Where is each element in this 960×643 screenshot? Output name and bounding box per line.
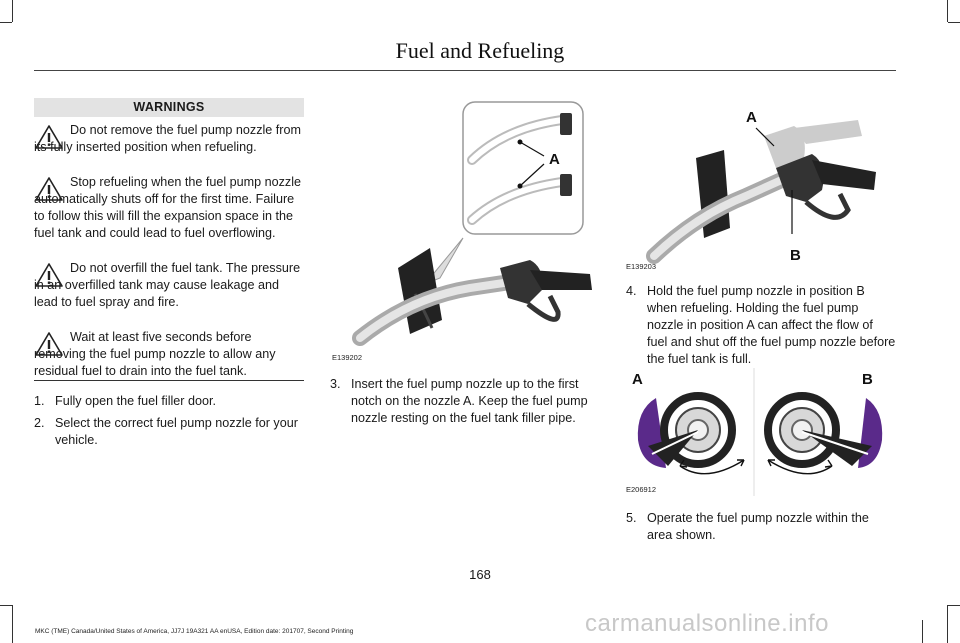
- figure-label-a: A: [549, 151, 560, 168]
- page-number: 168: [469, 567, 491, 582]
- warning-triangle-icon: [35, 125, 63, 149]
- figure-nozzle-notch: A E139202: [332, 101, 592, 362]
- crop-mark: [948, 605, 960, 606]
- step-number: 3.: [330, 377, 341, 391]
- figure-label-b: B: [862, 371, 873, 388]
- warning-text: Stop refueling when the fuel pump nozzle…: [34, 175, 302, 240]
- figure-label-a: A: [746, 109, 757, 126]
- step-text: Operate the fuel pump nozzle within the …: [647, 511, 869, 542]
- step-item: 5. Operate the fuel pump nozzle within t…: [626, 510, 896, 544]
- header-rule: [34, 70, 896, 71]
- step-item: 1. Fully open the fuel filler door.: [34, 393, 304, 410]
- step-number: 4.: [626, 284, 637, 298]
- warning-text: Wait at least five seconds before removi…: [34, 330, 276, 378]
- warnings-rule: [34, 380, 304, 381]
- warning-triangle-icon: [35, 332, 63, 356]
- step-text: Hold the fuel pump nozzle in position B …: [647, 284, 896, 366]
- warning-item: Stop refueling when the fuel pump nozzle…: [34, 174, 304, 242]
- crop-mark: [947, 0, 948, 22]
- step-number: 5.: [626, 511, 637, 525]
- figure-label-a: A: [632, 371, 643, 388]
- figure-label-b: B: [790, 247, 801, 264]
- crop-mark: [12, 0, 13, 22]
- figure-code: E206912: [626, 485, 656, 494]
- step-item: 2. Select the correct fuel pump nozzle f…: [34, 415, 304, 449]
- warning-text: Do not remove the fuel pump nozzle from …: [34, 123, 301, 154]
- step-text: Insert the fuel pump nozzle up to the fi…: [351, 377, 588, 425]
- warning-text: Do not overfill the fuel tank. The press…: [34, 261, 301, 309]
- figure-operating-area: A B E206912: [626, 368, 883, 496]
- crop-mark: [948, 22, 960, 23]
- watermark[interactable]: carmanualsonline.info: [585, 610, 829, 637]
- warning-triangle-icon: [35, 263, 63, 287]
- step-item: 4. Hold the fuel pump nozzle in position…: [626, 283, 896, 368]
- crop-mark: [922, 620, 923, 643]
- step-text: Fully open the fuel filler door.: [55, 394, 217, 408]
- crop-mark: [947, 605, 948, 643]
- warnings-heading: WARNINGS: [34, 98, 304, 117]
- step-item: 3. Insert the fuel pump nozzle up to the…: [330, 376, 604, 427]
- crop-mark: [12, 605, 13, 643]
- footer-text: MKC (TME) Canada/United States of Americ…: [35, 628, 354, 635]
- crop-mark: [0, 22, 12, 23]
- step-number: 2.: [34, 416, 45, 430]
- page-title: Fuel and Refueling: [395, 38, 565, 63]
- step-text: Select the correct fuel pump nozzle for …: [55, 416, 298, 447]
- figure-code: E139203: [626, 262, 656, 271]
- warning-item: Do not remove the fuel pump nozzle from …: [34, 122, 304, 156]
- figure-code: E139202: [332, 353, 362, 362]
- step-number: 1.: [34, 394, 45, 408]
- warning-triangle-icon: [35, 177, 63, 201]
- figure-nozzle-position: A B E139203: [626, 109, 876, 271]
- crop-mark: [0, 605, 12, 606]
- warning-item: Wait at least five seconds before removi…: [34, 329, 304, 380]
- warning-item: Do not overfill the fuel tank. The press…: [34, 260, 304, 311]
